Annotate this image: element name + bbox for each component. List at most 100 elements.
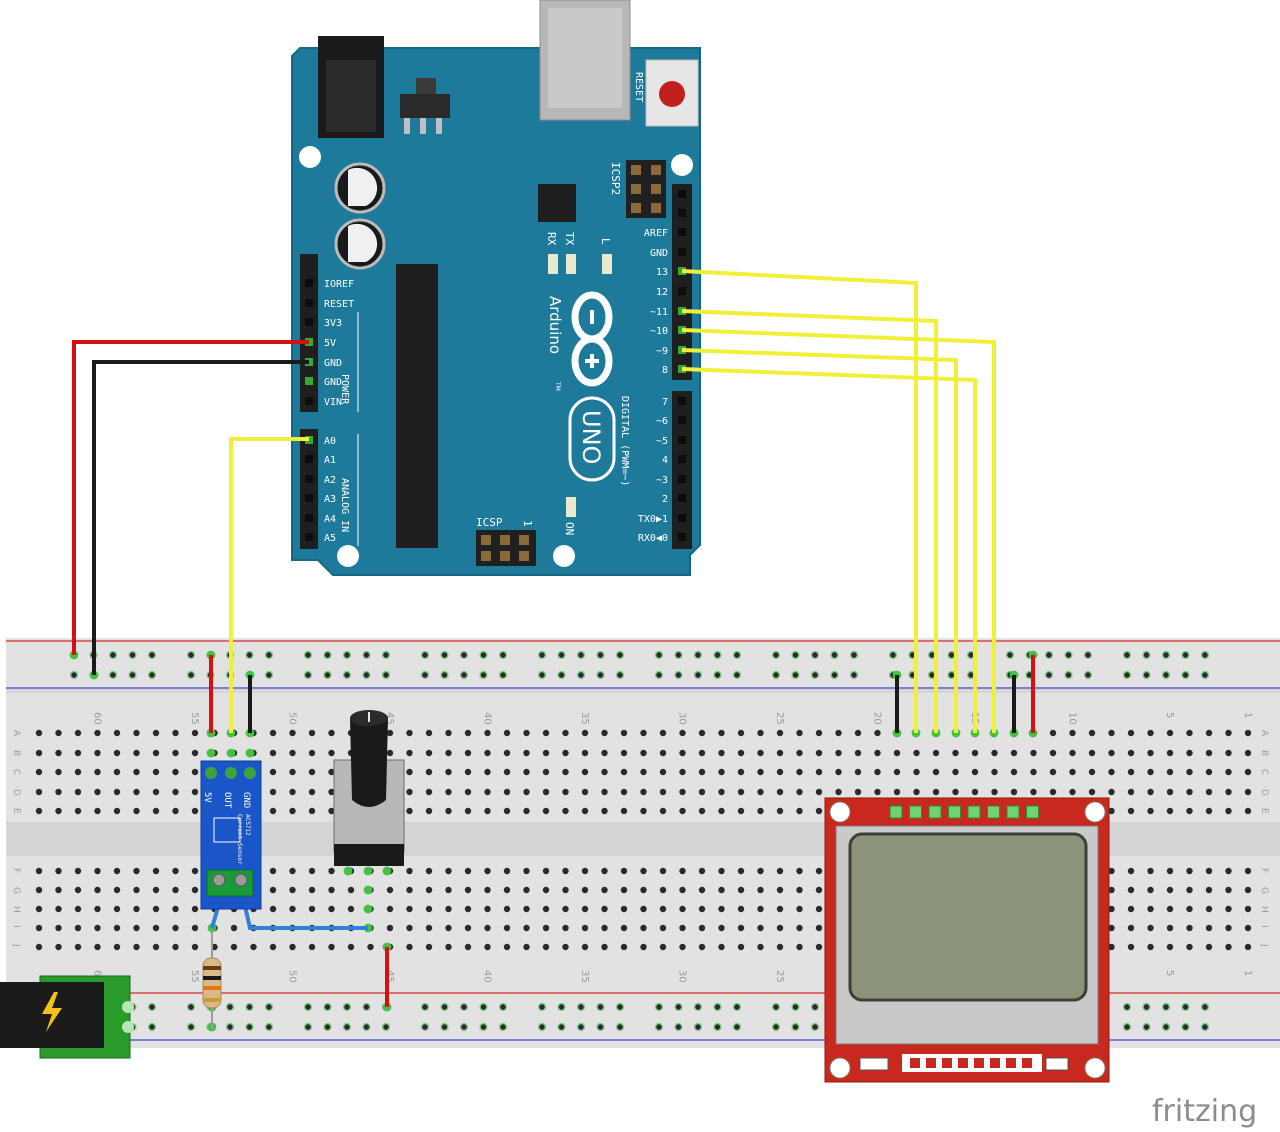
breadboard-hole[interactable] — [562, 943, 569, 951]
breadboard-hole[interactable] — [562, 768, 569, 776]
breadboard-hole[interactable] — [1166, 749, 1174, 757]
breadboard-hole[interactable] — [659, 729, 667, 737]
lcd-pin[interactable] — [948, 805, 961, 819]
breadboard-hole[interactable] — [186, 1002, 196, 1012]
breadboard-hole[interactable] — [362, 670, 371, 680]
breadboard-hole[interactable] — [659, 943, 667, 951]
breadboard-hole[interactable] — [113, 729, 121, 737]
breadboard-hole[interactable] — [113, 749, 121, 757]
breadboard-hole[interactable] — [406, 749, 413, 757]
breadboard-hole[interactable] — [1244, 807, 1252, 815]
breadboard-hole[interactable] — [776, 788, 784, 796]
breadboard-hole[interactable] — [693, 650, 703, 660]
breadboard-hole[interactable] — [1225, 924, 1232, 932]
breadboard-hole[interactable] — [796, 768, 803, 776]
breadboard-hole[interactable] — [1069, 788, 1076, 796]
breadboard-hole[interactable] — [172, 729, 179, 737]
header-pin[interactable] — [678, 228, 686, 236]
breadboard-hole[interactable] — [952, 768, 959, 776]
breadboard-hole[interactable] — [757, 749, 764, 757]
breadboard-hole[interactable] — [172, 749, 179, 757]
breadboard-hole[interactable] — [679, 924, 686, 932]
breadboard-hole[interactable] — [1044, 650, 1054, 660]
breadboard-hole[interactable] — [1147, 905, 1154, 913]
breadboard-hole[interactable] — [1010, 788, 1018, 796]
breadboard-hole[interactable] — [55, 749, 62, 757]
header-pin[interactable] — [305, 455, 313, 463]
breadboard-hole[interactable] — [562, 867, 569, 875]
breadboard-hole[interactable] — [269, 729, 277, 737]
breadboard-hole[interactable] — [523, 749, 530, 757]
breadboard-hole[interactable] — [893, 788, 901, 796]
breadboard-hole[interactable] — [94, 867, 101, 875]
breadboard-hole[interactable] — [737, 886, 745, 894]
breadboard-hole[interactable] — [225, 1002, 235, 1012]
breadboard-hole[interactable] — [576, 670, 586, 680]
breadboard-hole[interactable] — [342, 1022, 352, 1032]
breadboard-hole[interactable] — [796, 788, 803, 796]
breadboard-hole[interactable] — [1147, 886, 1154, 894]
breadboard-hole[interactable] — [381, 650, 391, 660]
breadboard-hole[interactable] — [74, 943, 82, 951]
breadboard-hole[interactable] — [464, 729, 472, 737]
breadboard-hole[interactable] — [542, 867, 550, 875]
breadboard-hole[interactable] — [1064, 650, 1073, 660]
breadboard-hole[interactable] — [269, 788, 277, 796]
breadboard-hole[interactable] — [1186, 729, 1193, 737]
breadboard-hole[interactable] — [1200, 670, 1210, 680]
header-pin[interactable] — [678, 190, 686, 198]
breadboard-hole[interactable] — [1142, 1002, 1151, 1012]
breadboard-hole[interactable] — [35, 788, 43, 796]
breadboard-hole[interactable] — [420, 1022, 430, 1032]
breadboard-hole[interactable] — [133, 729, 140, 737]
breadboard-hole[interactable] — [323, 1002, 332, 1012]
breadboard-hole[interactable] — [1186, 943, 1193, 951]
breadboard-hole[interactable] — [659, 807, 667, 815]
breadboard-hole[interactable] — [640, 729, 647, 737]
breadboard-hole-connected[interactable] — [343, 866, 353, 876]
breadboard-hole[interactable] — [191, 924, 199, 932]
breadboard-hole[interactable] — [654, 1002, 664, 1012]
breadboard-hole[interactable] — [264, 650, 274, 660]
breadboard-hole[interactable] — [342, 670, 352, 680]
breadboard-hole[interactable] — [152, 749, 160, 757]
header-pin[interactable] — [678, 397, 686, 405]
breadboard-hole[interactable] — [1166, 886, 1174, 894]
breadboard-hole[interactable] — [55, 729, 62, 737]
breadboard-hole[interactable] — [308, 886, 316, 894]
breadboard-hole[interactable] — [620, 867, 628, 875]
breadboard-hole[interactable] — [464, 749, 472, 757]
breadboard-hole[interactable] — [459, 650, 469, 660]
breadboard-hole[interactable] — [1225, 788, 1232, 796]
breadboard-hole[interactable] — [542, 749, 550, 757]
breadboard-hole[interactable] — [1200, 650, 1210, 660]
breadboard-hole[interactable] — [713, 650, 722, 660]
breadboard-hole[interactable] — [1205, 924, 1213, 932]
breadboard-hole-connected[interactable] — [206, 748, 216, 758]
breadboard-hole[interactable] — [640, 943, 647, 951]
breadboard-hole[interactable] — [679, 729, 686, 737]
breadboard-hole[interactable] — [1166, 924, 1174, 932]
breadboard-hole[interactable] — [113, 788, 121, 796]
breadboard-hole[interactable] — [718, 729, 725, 737]
breadboard-hole[interactable] — [1166, 729, 1174, 737]
header-pin[interactable] — [678, 248, 686, 256]
breadboard-hole[interactable] — [269, 943, 277, 951]
breadboard-hole[interactable] — [245, 1002, 254, 1012]
breadboard-hole[interactable] — [269, 768, 277, 776]
breadboard-hole[interactable] — [1186, 886, 1193, 894]
breadboard-hole[interactable] — [771, 1022, 781, 1032]
breadboard-hole[interactable] — [308, 749, 316, 757]
breadboard-hole[interactable] — [152, 905, 160, 913]
breadboard-hole[interactable] — [698, 788, 706, 796]
breadboard-hole[interactable] — [55, 807, 62, 815]
breadboard-hole[interactable] — [620, 749, 628, 757]
breadboard-hole[interactable] — [693, 1022, 703, 1032]
breadboard-hole[interactable] — [523, 905, 530, 913]
breadboard-hole[interactable] — [757, 867, 764, 875]
breadboard-hole[interactable] — [1147, 867, 1154, 875]
breadboard-hole[interactable] — [1244, 729, 1252, 737]
breadboard-hole[interactable] — [757, 886, 764, 894]
breadboard-hole[interactable] — [1127, 943, 1135, 951]
breadboard-hole[interactable] — [1088, 768, 1096, 776]
